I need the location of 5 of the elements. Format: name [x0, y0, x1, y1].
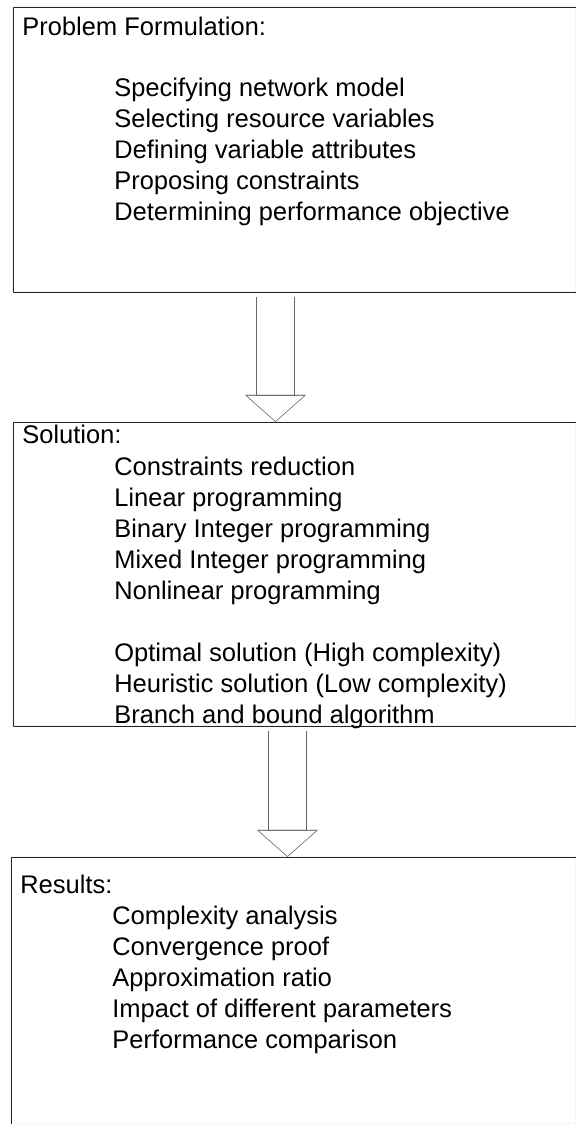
block-arrow	[245, 296, 306, 422]
block-arrow	[257, 730, 318, 857]
process-box: Problem Formulation: Specifying network model Selecting resource variables Defining variable attributes Proposing constraints Determining performance objective	[13, 7, 576, 293]
process-box: Results: Complexity analysis Convergence proof Approximation ratio Impact of different parameters Performance comparison	[11, 857, 576, 1124]
process-box: Solution: Constraints reduction Linear programming Binary Integer programming Mixed Integer programming Nonlinear programming Optimal solution (High complexity) Heuristic solution (Low complexity) Branch and bound algorithm	[13, 422, 576, 729]
